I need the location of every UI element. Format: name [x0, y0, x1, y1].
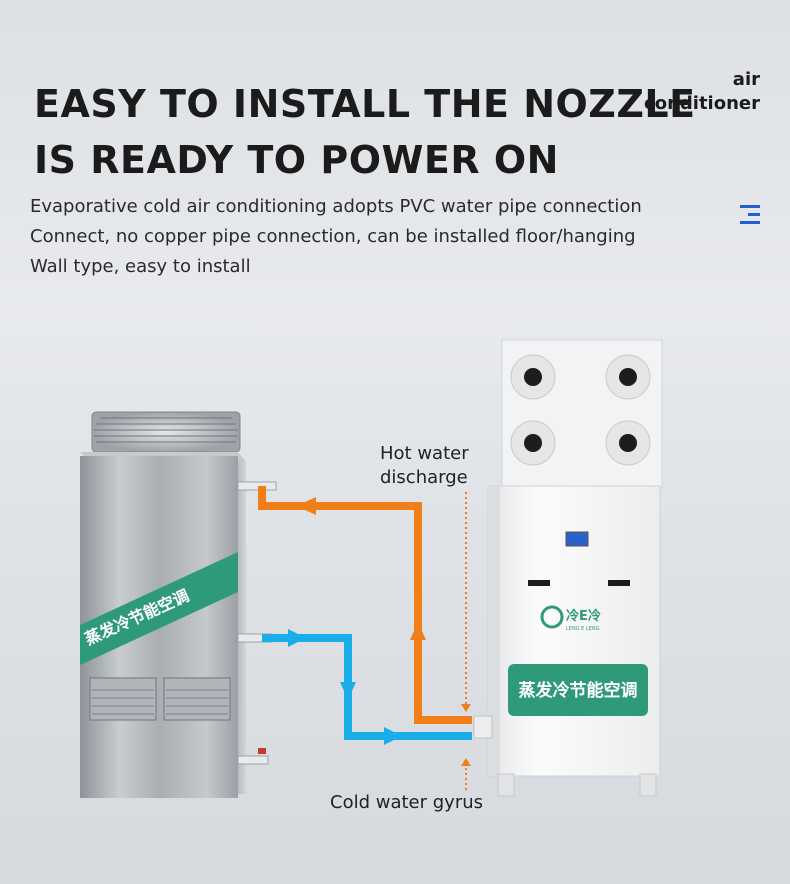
hot-water-label-line-1: Hot water: [380, 443, 469, 464]
brand-label: air conditioner: [644, 68, 760, 116]
indoor-unit-band-text: 蒸发冷节能空调: [519, 680, 638, 701]
control-panel: [565, 531, 589, 547]
description: Evaporative cold air conditioning adopts…: [30, 192, 642, 282]
outdoor-unit: 蒸发冷节能空调: [80, 411, 277, 798]
headline: EASY TO INSTALL THE NOZZLE IS READY TO P…: [34, 76, 696, 188]
description-line-3: Wall type, easy to install: [30, 256, 251, 277]
hot-water-label-line-2: discharge: [380, 467, 468, 488]
brand-line-2: conditioner: [644, 93, 760, 114]
brand-logo-subtext: LENG E LENG: [566, 626, 600, 632]
description-line-1: Evaporative cold air conditioning adopts…: [30, 196, 642, 217]
cold-water-label: Cold water gyrus: [330, 792, 483, 813]
brand-logo: 冷E冷 LENG E LENG: [540, 605, 601, 632]
air-outlets: [510, 354, 651, 466]
brand-line-1: air: [732, 69, 760, 90]
headline-line-2: IS READY TO POWER ON: [34, 138, 559, 182]
hot-water-pipe: [258, 486, 472, 724]
menu-lines-icon[interactable]: [736, 204, 762, 226]
brand-logo-text: 冷E冷: [566, 608, 601, 624]
cold-water-pipe: [262, 629, 472, 745]
headline-line-1: EASY TO INSTALL THE NOZZLE: [34, 82, 696, 126]
description-line-2: Connect, no copper pipe connection, can …: [30, 226, 636, 247]
outdoor-unit-vents: [89, 677, 231, 721]
indoor-unit: 冷E冷 LENG E LENG 蒸发冷节能空调: [473, 339, 663, 797]
hot-water-label: Hot water discharge: [380, 442, 469, 490]
